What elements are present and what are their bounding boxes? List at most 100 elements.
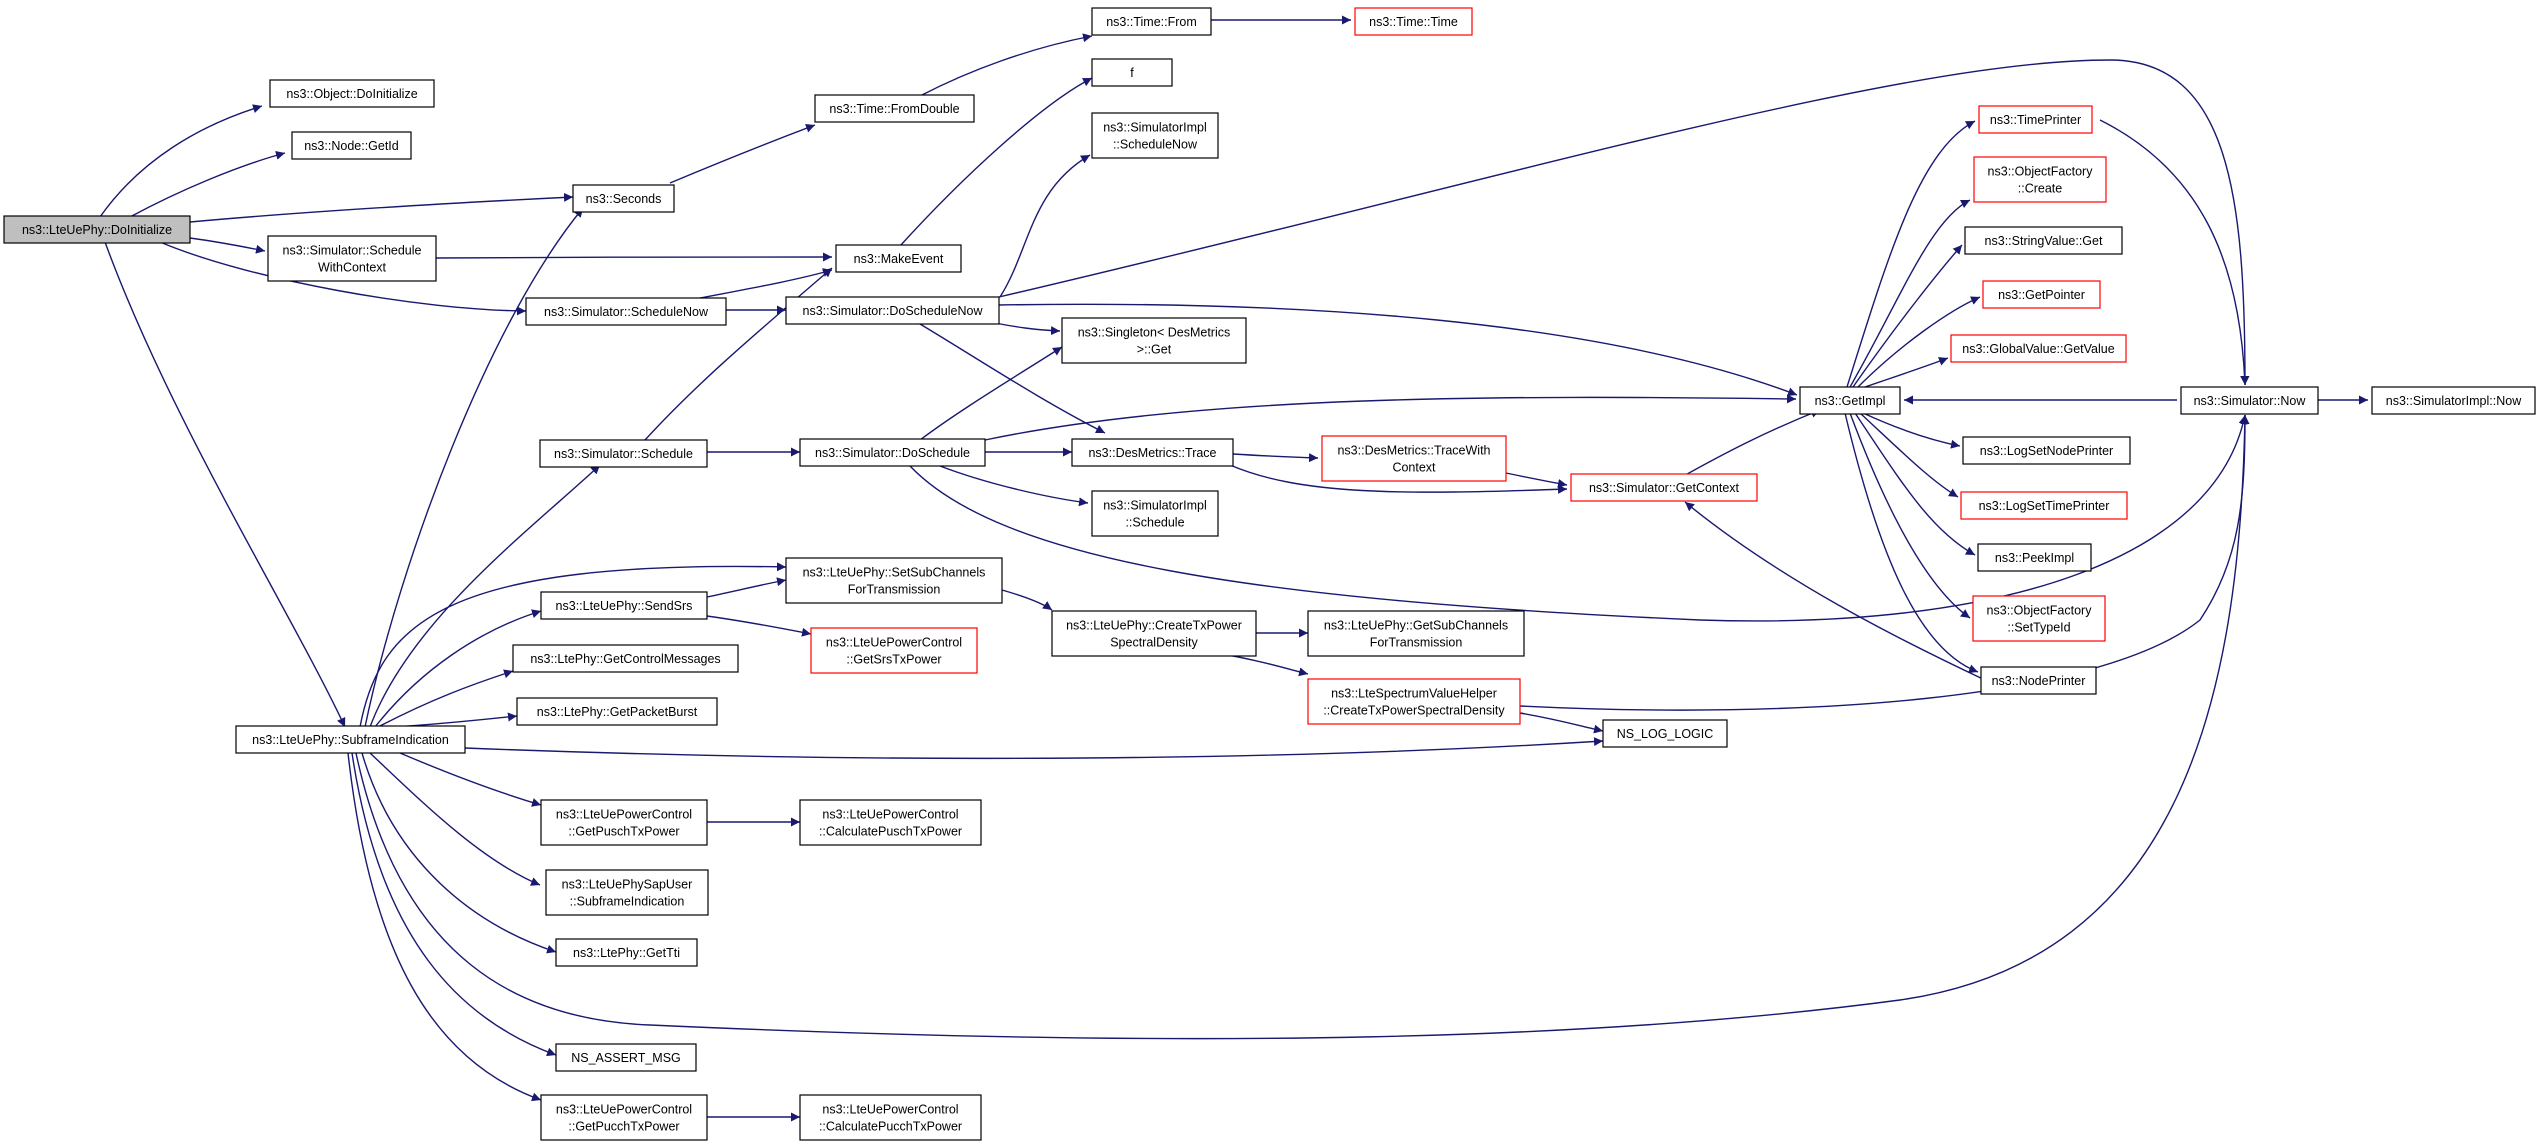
edge-fromdouble-timefrom xyxy=(919,33,1093,97)
edge-seconds-fromdouble xyxy=(669,123,816,184)
node-gettti[interactable]: ns3::LtePhy::GetTti xyxy=(555,938,698,967)
node-timeprinter[interactable]: ns3::TimePrinter xyxy=(1978,105,2093,134)
node-simnow[interactable]: ns3::Simulator::Now xyxy=(2180,386,2319,415)
node-label: ns3::LteUePhySapUser xyxy=(562,878,693,892)
node-singleton[interactable]: ns3::Singleton< DesMetrics>::Get xyxy=(1061,317,1247,364)
node-label: ns3::Time::FromDouble xyxy=(829,102,959,116)
node-objinit[interactable]: ns3::Object::DoInitialize xyxy=(269,79,435,108)
node-getpucch[interactable]: ns3::LteUePowerControl::GetPucchTxPower xyxy=(540,1094,708,1141)
node-box-nodegetid xyxy=(291,131,412,160)
edge-subframe-sapuser xyxy=(369,752,541,886)
node-label: ns3::LteUePhy::SendSrs xyxy=(556,599,693,613)
edges xyxy=(99,15,2368,1122)
node-strget[interactable]: ns3::StringValue::Get xyxy=(1964,226,2123,255)
node-subframe[interactable]: ns3::LteUePhy::SubframeIndication xyxy=(235,725,466,754)
node-sendsrs[interactable]: ns3::LteUePhy::SendSrs xyxy=(540,591,708,620)
node-sapuser[interactable]: ns3::LteUePhySapUser::SubframeIndication xyxy=(545,869,709,916)
node-createtxpsd[interactable]: ns3::LteUePhy::CreateTxPowerSpectralDens… xyxy=(1051,610,1257,657)
node-lognodeprinter[interactable]: ns3::LogSetNodePrinter xyxy=(1962,436,2131,465)
node-trace[interactable]: ns3::DesMetrics::Trace xyxy=(1071,438,1234,467)
node-fromdouble[interactable]: ns3::Time::FromDouble xyxy=(814,94,975,123)
node-gvgetvalue[interactable]: ns3::GlobalValue::GetValue xyxy=(1950,334,2127,363)
node-getcontext[interactable]: ns3::Simulator::GetContext xyxy=(1570,473,1758,502)
edge-subframe-getpktburst xyxy=(394,712,518,728)
node-box-getsrstx xyxy=(810,627,978,674)
node-implsched[interactable]: ns3::SimulatorImpl::Schedule xyxy=(1091,490,1219,537)
node-label: ns3::LtePhy::GetControlMessages xyxy=(530,652,720,666)
edge-makeevent-f xyxy=(899,77,1093,247)
node-label: ns3::PeekImpl xyxy=(1995,551,2074,565)
node-label: ns3::ObjectFactory xyxy=(1988,165,2094,179)
node-doschednow[interactable]: ns3::Simulator::DoScheduleNow xyxy=(785,296,1000,325)
edge-nodeprinter-getcontext xyxy=(1684,501,1986,681)
node-label: ns3::Simulator::Schedule xyxy=(283,244,422,258)
node-getctrlmsg[interactable]: ns3::LtePhy::GetControlMessages xyxy=(512,644,739,673)
node-box-sendsrs xyxy=(540,591,708,620)
node-implschednow[interactable]: ns3::SimulatorImpl::ScheduleNow xyxy=(1091,112,1219,159)
edge-subframe-schedule xyxy=(369,464,601,728)
node-timefrom[interactable]: ns3::Time::From xyxy=(1091,7,1212,36)
node-dosched[interactable]: ns3::Simulator::DoSchedule xyxy=(799,438,986,467)
node-box-makeevent xyxy=(835,244,962,273)
edge-getimpl-getpointer xyxy=(1857,296,1981,388)
node-label: ns3::StringValue::Get xyxy=(1985,234,2103,248)
node-getpointer[interactable]: ns3::GetPointer xyxy=(1982,280,2101,309)
node-box-f xyxy=(1091,58,1173,87)
edge-subframe-getpucch xyxy=(347,752,542,1102)
node-schednow[interactable]: ns3::Simulator::ScheduleNow xyxy=(525,297,727,326)
edge-subframe-nslog xyxy=(464,737,1604,760)
node-box-sapuser xyxy=(545,869,709,916)
node-spectrumhelper[interactable]: ns3::LteSpectrumValueHelper::CreateTxPow… xyxy=(1307,678,1521,725)
node-getpktburst[interactable]: ns3::LtePhy::GetPacketBurst xyxy=(516,697,718,726)
node-getsrstx[interactable]: ns3::LteUePowerControl::GetSrsTxPower xyxy=(810,627,978,674)
node-label: ns3::Time::From xyxy=(1106,15,1197,29)
node-nodegetid[interactable]: ns3::Node::GetId xyxy=(291,131,412,160)
node-calcpusch[interactable]: ns3::LteUePowerControl::CalculatePuschTx… xyxy=(799,799,982,846)
edge-subframe-sendsrs xyxy=(374,609,542,728)
node-box-gettti xyxy=(555,938,698,967)
node-calcpucch[interactable]: ns3::LteUePowerControl::CalculatePucchTx… xyxy=(799,1094,982,1141)
node-getsubch[interactable]: ns3::LteUePhy::GetSubChannelsForTransmis… xyxy=(1307,610,1525,657)
node-schedule[interactable]: ns3::Simulator::Schedule xyxy=(539,439,708,468)
node-setsubch[interactable]: ns3::LteUePhy::SetSubChannelsForTransmis… xyxy=(785,557,1003,604)
node-getpusch[interactable]: ns3::LteUePowerControl::GetPuschTxPower xyxy=(540,799,708,846)
node-ofsettypeid[interactable]: ns3::ObjectFactory::SetTypeId xyxy=(1972,595,2106,642)
node-logtimeprinter[interactable]: ns3::LogSetTimePrinter xyxy=(1960,491,2128,520)
node-label: ns3::DesMetrics::TraceWith xyxy=(1337,444,1490,458)
node-peekimpl[interactable]: ns3::PeekImpl xyxy=(1977,543,2092,572)
edge-getimpl-gvgetvalue xyxy=(1864,357,1949,388)
node-getimpl[interactable]: ns3::GetImpl xyxy=(1799,386,1901,415)
edge-doschednow-implschednow xyxy=(999,154,1091,298)
edge-spectrumhelper-nslog xyxy=(1519,712,1604,734)
node-label: ns3::LteUePhy::SubframeIndication xyxy=(252,733,449,747)
node-label: ns3::LtePhy::GetTti xyxy=(573,946,680,960)
edge-getimpl-nodeprinter xyxy=(1844,412,1979,674)
node-f[interactable]: f xyxy=(1091,58,1173,87)
node-label: ns3::LtePhy::GetPacketBurst xyxy=(537,705,698,719)
node-root[interactable]: ns3::LteUePhy::DoInitialize xyxy=(3,215,191,244)
node-label: NS_LOG_LOGIC xyxy=(1617,727,1714,741)
node-box-getcontext xyxy=(1570,473,1758,502)
node-seconds[interactable]: ns3::Seconds xyxy=(572,184,675,213)
edge-dosched-implsched xyxy=(939,465,1089,507)
node-timetime[interactable]: ns3::Time::Time xyxy=(1354,7,1473,36)
node-box-doschednow xyxy=(785,296,1000,325)
node-box-singleton xyxy=(1061,317,1247,364)
node-ofcreate[interactable]: ns3::ObjectFactory::Create xyxy=(1973,156,2107,203)
node-nsassert[interactable]: NS_ASSERT_MSG xyxy=(555,1043,697,1072)
node-makeevent[interactable]: ns3::MakeEvent xyxy=(835,244,962,273)
edge-root-schednow xyxy=(159,241,527,316)
node-label: ns3::MakeEvent xyxy=(854,252,944,266)
node-box-setsubch xyxy=(785,557,1003,604)
node-implnow[interactable]: ns3::SimulatorImpl::Now xyxy=(2371,386,2536,415)
node-nslog[interactable]: NS_LOG_LOGIC xyxy=(1602,719,1728,748)
node-nodeprinter[interactable]: ns3::NodePrinter xyxy=(1980,666,2097,695)
node-label: WithContext xyxy=(318,261,387,275)
edge-getimpl-logtimeprinter xyxy=(1859,412,1959,498)
node-label: ns3::TimePrinter xyxy=(1990,113,2081,127)
edge-subframe-setsubch xyxy=(359,562,787,728)
node-box-strget xyxy=(1964,226,2123,255)
node-label: ::GetPucchTxPower xyxy=(568,1120,679,1134)
